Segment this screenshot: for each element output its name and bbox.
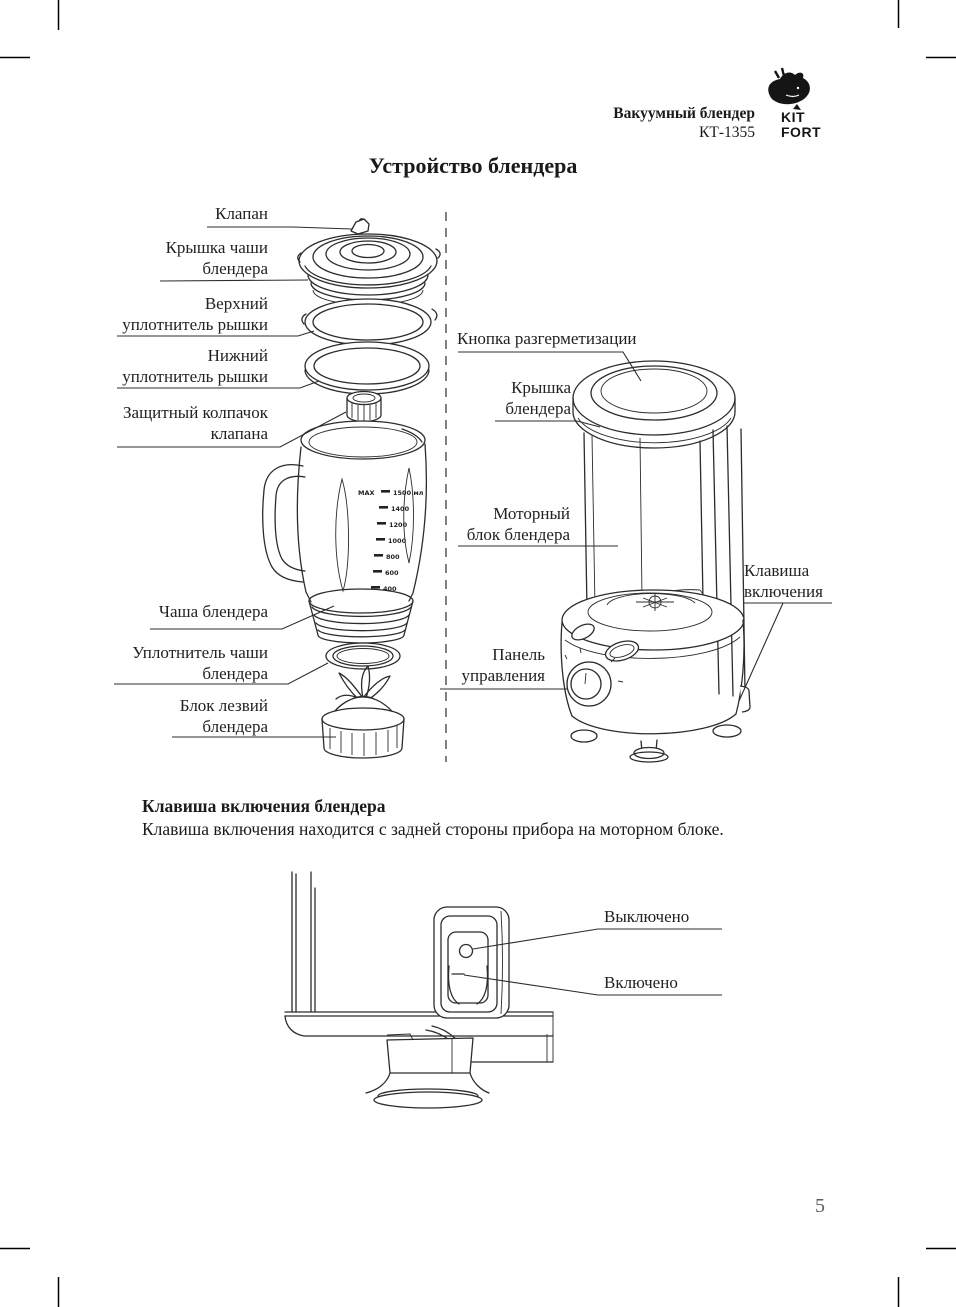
label-jar-seal: Уплотнитель чаши блендера [132, 643, 268, 683]
jar-scale-mark: 1400 [391, 505, 410, 513]
upper-lid-seal-part [301, 298, 438, 346]
label-blade-block: Блок лезвий блендера [179, 696, 268, 736]
control-dial [564, 647, 624, 707]
page-title: Устройство блендера [368, 153, 578, 178]
label-lower-lid-seal: Нижний уплотнитель рышки [122, 346, 268, 386]
jar-scale-max-value: 1500 мл [393, 489, 424, 497]
rear-switch-bump [739, 685, 751, 713]
label-valve: Клапан [215, 204, 268, 223]
exploded-blender-drawing: MAX 1500 мл 1400 1200 1000 800 600 400 [114, 218, 441, 759]
label-upper-lid-seal: Верхний уплотнитель рышки [122, 294, 268, 334]
section-body-text: Клавиша включения находится с задней сто… [142, 819, 724, 839]
section-heading: Клавиша включения блендера [142, 796, 386, 816]
header-product-name: Вакуумный блендер [613, 105, 755, 122]
kitfort-whale-icon [768, 67, 810, 110]
jar-lid-part [297, 233, 441, 306]
jar-scale-mark: 400 [383, 585, 397, 593]
jar-scale-mark: 1200 [389, 521, 408, 529]
exploded-leader-lines [114, 226, 353, 738]
blender-lid-part [572, 360, 736, 449]
jar-scale: MAX 1500 мл 1400 1200 1000 800 600 400 [358, 489, 424, 593]
switch-leader-lines [463, 928, 722, 996]
brand-fort-text: FORT [781, 124, 822, 140]
jar-scale-mark: 600 [385, 569, 399, 577]
label-blender-lid: Крышка блендера [505, 378, 571, 418]
jar-scale-max-label: MAX [358, 489, 375, 497]
label-vacuum-release-button: Кнопка разгерметизации [457, 329, 637, 348]
label-power-switch: Клавиша включения [744, 561, 823, 601]
blade-block-part [321, 665, 405, 759]
page-number: 5 [815, 1195, 825, 1217]
valve-cap-part [346, 390, 382, 423]
label-motor-block: Моторный блок блендера [466, 504, 570, 544]
label-switch-on: Включено [604, 973, 678, 992]
lower-lid-seal-part [304, 341, 430, 395]
jar-scale-mark: 1000 [388, 537, 407, 545]
label-jar: Чаша блендера [158, 602, 268, 621]
header-model-number: КТ-1355 [699, 124, 755, 141]
jar-part: MAX 1500 мл 1400 1200 1000 800 600 400 [262, 420, 428, 644]
power-switch-part [433, 906, 510, 1019]
valve-part [350, 218, 370, 235]
assembled-leader-lines [440, 351, 832, 702]
switch-detail-drawing [284, 871, 722, 1109]
brand-kit-text: KIT [781, 109, 806, 125]
label-control-panel: Панель управления [461, 645, 546, 685]
switch-off-symbol [458, 943, 474, 959]
label-jar-lid: Крышка чаши блендера [165, 238, 268, 278]
jar-seal-part [325, 642, 401, 670]
assembled-blender-drawing [440, 351, 832, 763]
label-switch-off: Выключено [604, 907, 690, 926]
label-valve-cap: Защитный колпачок клапана [123, 403, 268, 443]
jar-scale-mark: 800 [386, 553, 400, 561]
rocker-switch [447, 931, 489, 1004]
motor-base-part [560, 589, 751, 763]
